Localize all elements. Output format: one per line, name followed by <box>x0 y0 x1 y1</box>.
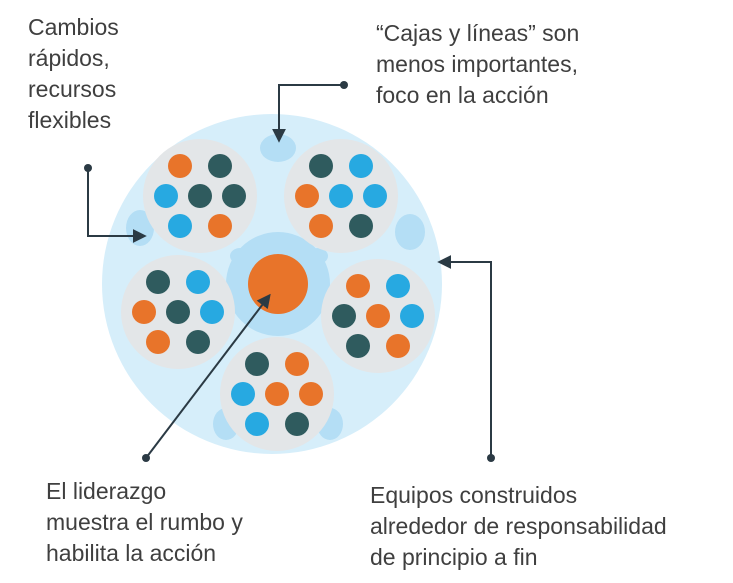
team-member-blue <box>154 184 178 208</box>
team-member-blue <box>168 214 192 238</box>
label-line: El liderazgo <box>46 478 167 504</box>
team-member-teal <box>245 352 269 376</box>
label-line: habilita la acción <box>46 540 217 566</box>
team-member-blue <box>200 300 224 324</box>
team-member-orange <box>346 274 370 298</box>
connector-dot-leadership <box>142 454 150 462</box>
team-member-teal <box>346 334 370 358</box>
team-member-blue <box>349 154 373 178</box>
label-line: menos importantes, <box>376 51 578 77</box>
team-member-blue <box>231 382 255 406</box>
team-member-blue <box>245 412 269 436</box>
team-member-orange <box>285 352 309 376</box>
label-line: “Cajas y líneas” son <box>376 20 580 46</box>
label-line: foco en la acción <box>376 82 549 108</box>
team-member-teal <box>208 154 232 178</box>
connectors <box>84 81 495 462</box>
label-line: Equipos construidos <box>370 482 578 508</box>
flow-shape <box>260 134 296 162</box>
team-member-orange <box>132 300 156 324</box>
team-member-orange <box>299 382 323 406</box>
team-member-teal <box>146 270 170 294</box>
label-line: Cambios <box>28 14 119 40</box>
connector-dot-top-left <box>84 164 92 172</box>
flow-shape <box>395 214 425 250</box>
team-member-orange <box>295 184 319 208</box>
team-member-orange <box>168 154 192 178</box>
team-top-left <box>143 139 257 253</box>
team-pods <box>121 139 435 451</box>
team-member-teal <box>222 184 246 208</box>
label-rapid-changes: Cambios rápidos, recursos flexibles <box>28 12 119 136</box>
team-member-orange <box>309 214 333 238</box>
team-member-teal <box>285 412 309 436</box>
label-teams: Equipos construidos alrededor de respons… <box>370 480 667 573</box>
team-member-orange <box>366 304 390 328</box>
team-member-orange <box>265 382 289 406</box>
team-right <box>321 259 435 373</box>
label-line: recursos <box>28 76 117 102</box>
leadership-circle <box>248 254 308 314</box>
connector-top-right <box>272 84 344 143</box>
team-member-teal <box>349 214 373 238</box>
label-line: rápidos, <box>28 45 110 71</box>
connector-top-left <box>87 168 147 243</box>
team-member-teal <box>188 184 212 208</box>
team-left <box>121 255 235 369</box>
team-top-right <box>284 139 398 253</box>
label-leadership: El liderazgo muestra el rumbo y habilita… <box>46 476 243 569</box>
team-member-blue <box>386 274 410 298</box>
team-member-blue <box>400 304 424 328</box>
label-boxes-and-lines: “Cajas y líneas” son menos importantes, … <box>376 18 579 111</box>
team-member-teal <box>332 304 356 328</box>
team-member-teal <box>186 330 210 354</box>
team-member-blue <box>186 270 210 294</box>
team-member-blue <box>363 184 387 208</box>
team-member-teal <box>309 154 333 178</box>
connector-leadership <box>145 293 271 459</box>
connector-dot-teams <box>487 454 495 462</box>
label-line: alrededor de responsabilidad <box>370 513 667 539</box>
team-member-orange <box>208 214 232 238</box>
label-line: muestra el rumbo y <box>46 509 243 535</box>
team-member-blue <box>329 184 353 208</box>
team-member-orange <box>146 330 170 354</box>
label-line: flexibles <box>28 107 112 133</box>
connector-teams <box>437 255 492 458</box>
team-member-orange <box>386 334 410 358</box>
connector-dot-top-right <box>340 81 348 89</box>
team-bottom <box>220 337 334 451</box>
label-line: de principio a fin <box>370 544 538 570</box>
team-member-teal <box>166 300 190 324</box>
